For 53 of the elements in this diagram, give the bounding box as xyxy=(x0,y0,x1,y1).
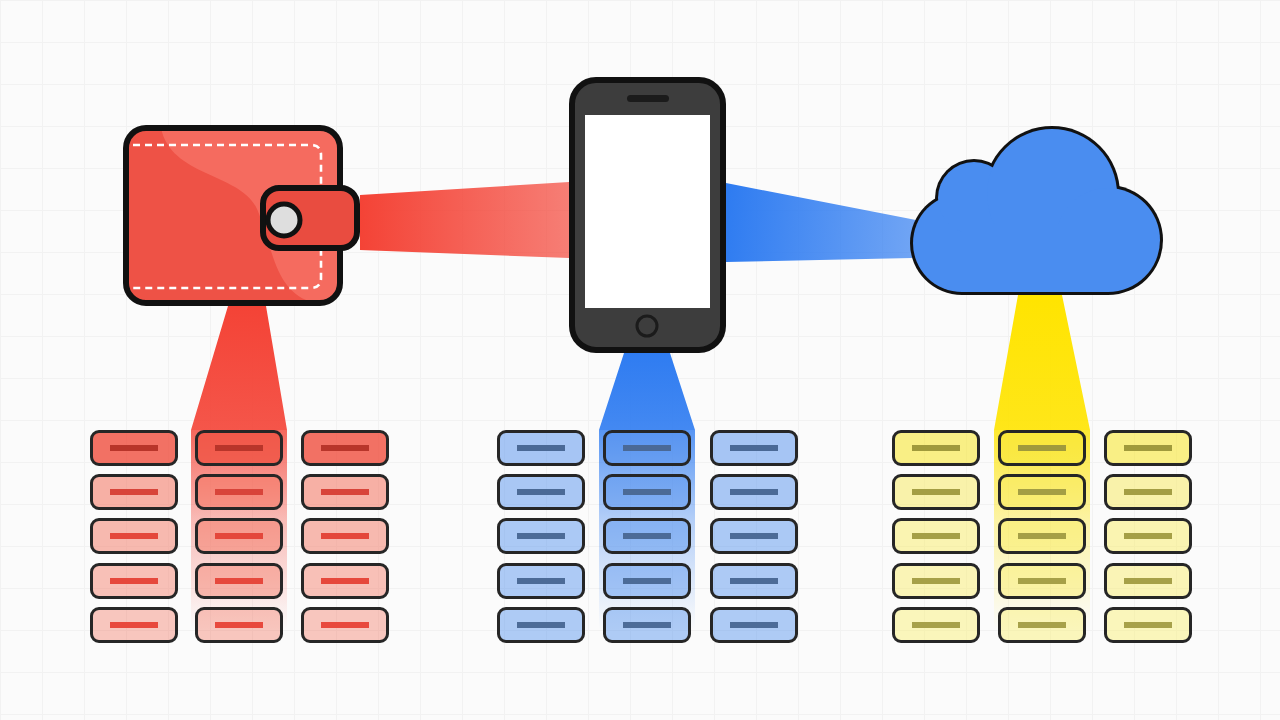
data-block xyxy=(1104,518,1192,554)
data-block xyxy=(998,563,1086,599)
data-block xyxy=(497,607,585,643)
data-block xyxy=(90,430,178,466)
data-block xyxy=(1104,563,1192,599)
data-block xyxy=(301,474,389,510)
data-block xyxy=(301,607,389,643)
data-block xyxy=(710,518,798,554)
connector-beam xyxy=(726,183,916,262)
connector-beam xyxy=(994,295,1090,430)
data-block xyxy=(1104,607,1192,643)
connector-beam xyxy=(191,306,287,430)
data-block xyxy=(603,563,691,599)
data-block xyxy=(301,430,389,466)
data-block xyxy=(90,607,178,643)
connector-beam xyxy=(599,353,695,430)
data-block xyxy=(892,563,980,599)
data-block xyxy=(90,563,178,599)
data-block xyxy=(998,474,1086,510)
data-block xyxy=(603,518,691,554)
data-block xyxy=(497,518,585,554)
data-block xyxy=(892,474,980,510)
wallet-icon xyxy=(123,125,363,306)
data-block xyxy=(710,474,798,510)
data-block xyxy=(195,474,283,510)
data-block xyxy=(497,430,585,466)
data-block xyxy=(90,518,178,554)
data-block xyxy=(195,607,283,643)
data-block xyxy=(603,607,691,643)
data-block xyxy=(998,518,1086,554)
data-block xyxy=(195,563,283,599)
data-block xyxy=(710,563,798,599)
data-block xyxy=(497,474,585,510)
data-block xyxy=(90,474,178,510)
data-block xyxy=(195,518,283,554)
data-block xyxy=(710,607,798,643)
data-block xyxy=(710,430,798,466)
data-block xyxy=(998,607,1086,643)
data-block xyxy=(301,518,389,554)
smartphone-icon xyxy=(569,77,726,353)
data-block xyxy=(998,430,1086,466)
data-block xyxy=(301,563,389,599)
data-block xyxy=(1104,474,1192,510)
data-block xyxy=(892,430,980,466)
data-block xyxy=(603,430,691,466)
data-block xyxy=(497,563,585,599)
data-block xyxy=(603,474,691,510)
connector-beam xyxy=(360,182,569,258)
cloud-icon xyxy=(910,126,1164,295)
data-block xyxy=(195,430,283,466)
data-block xyxy=(892,607,980,643)
data-block xyxy=(1104,430,1192,466)
data-block xyxy=(892,518,980,554)
